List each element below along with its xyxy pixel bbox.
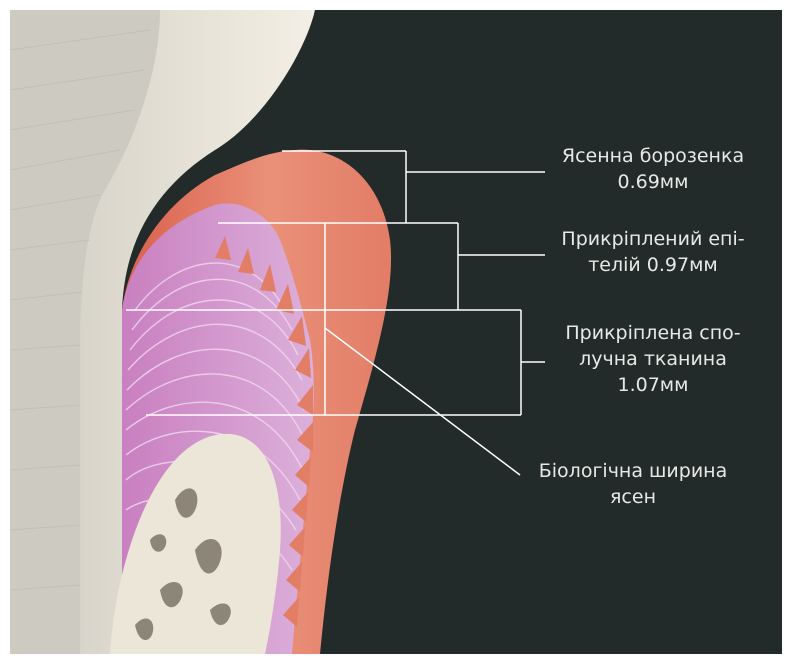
illustration-frame: Ясенна борозенка 0.69мм Прикріплений епі… bbox=[10, 10, 782, 654]
label-biologic-width-line2: ясен bbox=[528, 484, 738, 510]
label-connective: Прикріплена спо- лучна тканина 1.07мм bbox=[548, 320, 758, 398]
label-biologic-width: Біологічна ширина ясен bbox=[528, 458, 738, 510]
label-connective-line3: 1.07мм bbox=[548, 372, 758, 398]
label-sulcus: Ясенна борозенка 0.69мм bbox=[548, 143, 758, 195]
label-connective-line2: лучна тканина bbox=[548, 346, 758, 372]
label-sulcus-line2: 0.69мм bbox=[548, 169, 758, 195]
label-epithelium-line1: Прикріплений епі- bbox=[548, 226, 758, 252]
label-connective-line1: Прикріплена спо- bbox=[548, 320, 758, 346]
label-biologic-width-line1: Біологічна ширина bbox=[528, 458, 738, 484]
label-sulcus-line1: Ясенна борозенка bbox=[548, 143, 758, 169]
label-epithelium: Прикріплений епі- телій 0.97мм bbox=[548, 226, 758, 278]
label-epithelium-line2: телій 0.97мм bbox=[548, 252, 758, 278]
